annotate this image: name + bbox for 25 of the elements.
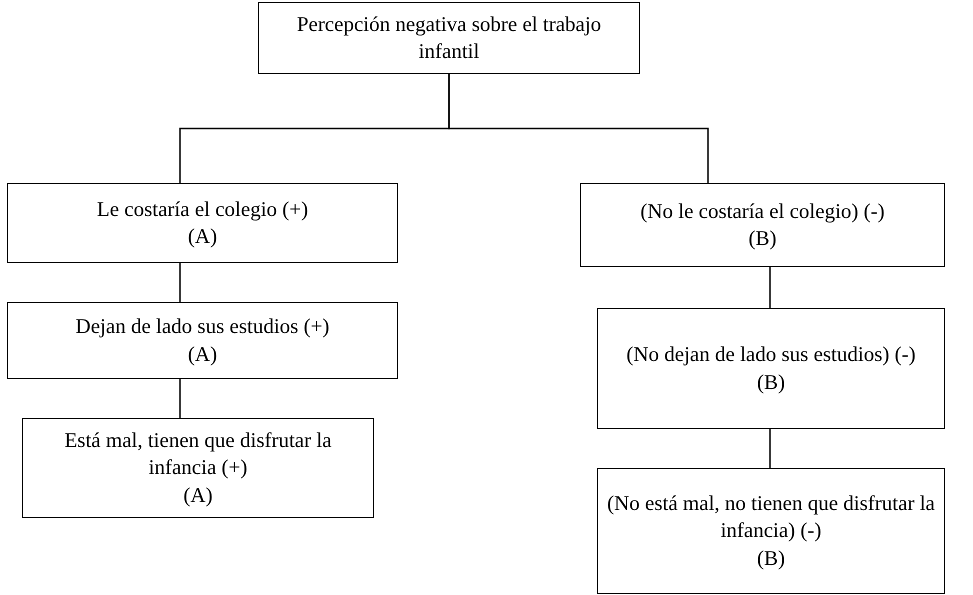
process-box xyxy=(22,418,374,518)
node-text: Le costaría el colegio (+) xyxy=(96,196,308,223)
node-text: (B) xyxy=(757,368,785,396)
node-text: (A) xyxy=(183,482,213,509)
node-text: (B) xyxy=(757,544,785,572)
title-box xyxy=(258,2,640,74)
node-text: (No le costaría el colegio) (-) xyxy=(640,198,885,225)
process-box xyxy=(597,308,945,429)
node-text: (B) xyxy=(748,225,776,252)
node-text: Dejan de lado sus estudios (+) xyxy=(76,313,330,340)
node-text: (No está mal, no tienen que disfrutar la infancia) (-) xyxy=(606,490,936,544)
connector-line xyxy=(769,267,771,308)
process-box xyxy=(7,183,398,263)
connector-line xyxy=(448,74,709,183)
node-text: (No dejan de lado sus estudios) (-) xyxy=(626,341,916,368)
process-box xyxy=(597,468,945,594)
connector-line xyxy=(179,263,181,302)
node-text: Está mal, tienen que disfrutar la infancia (+) xyxy=(63,427,333,482)
node-text: (A) xyxy=(188,223,218,250)
node-text: Percepción negativa sobre el trabajo infantil xyxy=(296,10,602,65)
connector-line xyxy=(179,379,181,418)
connector-line xyxy=(769,429,771,468)
process-box xyxy=(7,302,398,379)
process-box xyxy=(580,183,945,267)
node-text: (A) xyxy=(188,340,218,368)
